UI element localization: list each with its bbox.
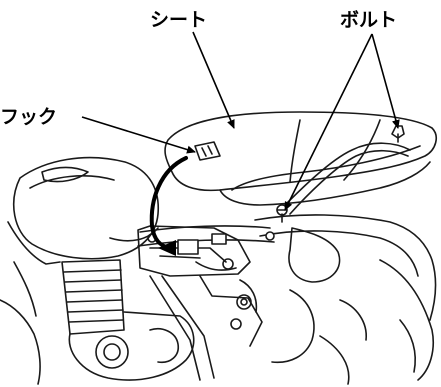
battery-box: [137, 225, 251, 277]
seat-strap: [281, 142, 411, 209]
hook-path-line: [149, 156, 188, 250]
seat-side-panel: [219, 161, 431, 206]
fuel-tank: [12, 156, 160, 260]
seat-leader-line: [192, 31, 235, 129]
hook-leader-line: [81, 116, 196, 154]
bolt-front-icon: [265, 204, 288, 241]
seat-hook-icon: [194, 141, 221, 161]
engine-cylinder: [61, 259, 125, 335]
bolt-label: ボルト: [340, 9, 397, 31]
frame-downtube: [149, 275, 201, 381]
hook-path-arrow-icon: [158, 240, 176, 256]
hook-label: フック: [0, 106, 57, 128]
motorcycle-drawing: [0, 111, 437, 385]
bolt-leader-line-right: [371, 33, 400, 129]
engine-crankcase: [68, 311, 195, 381]
bolt-rear-icon: [391, 125, 405, 143]
bolt-leader-line-left: [284, 33, 373, 211]
seat-label: シート: [150, 9, 207, 31]
rear-frame: [254, 214, 437, 321]
seat-outline: [164, 111, 437, 192]
